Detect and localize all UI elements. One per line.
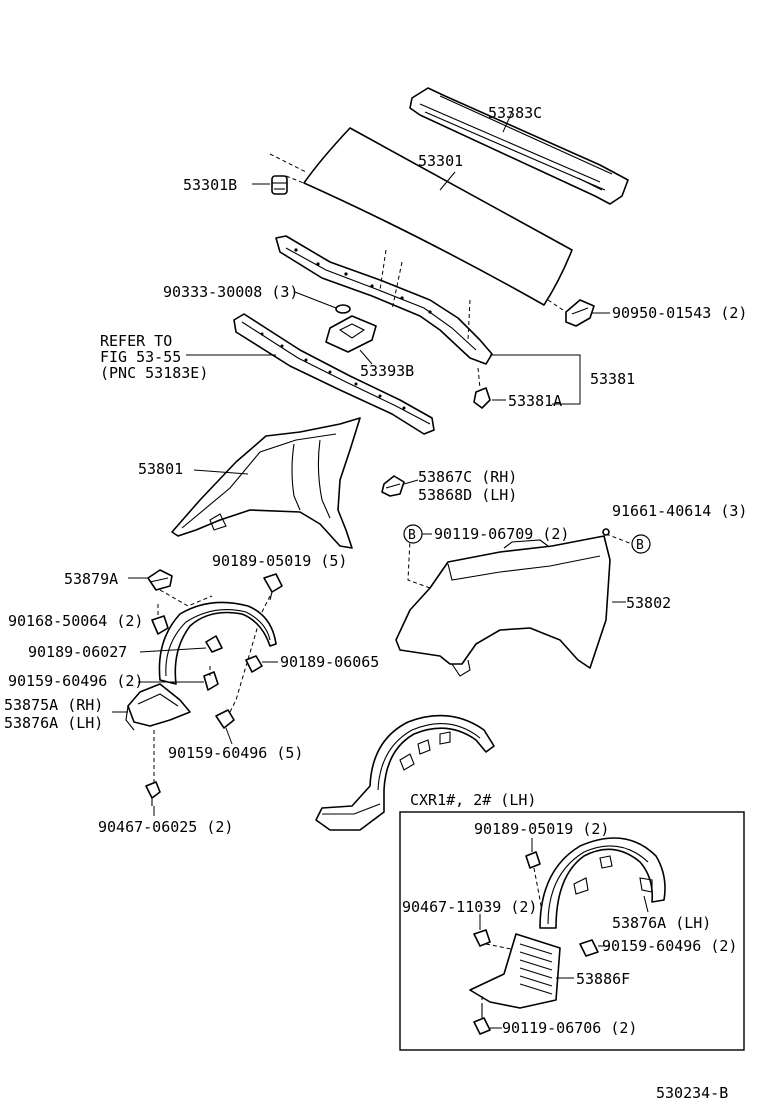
clip-90950 — [565, 299, 595, 327]
clip-53879a — [147, 569, 173, 591]
inset-liner-53876a — [539, 837, 666, 929]
clip-90159-2 — [203, 671, 219, 691]
label-53867c: 53867C (RH) — [418, 468, 517, 486]
label-90189-05019: 90189-05019 (5) — [212, 552, 347, 570]
inset-clip-90467 — [473, 929, 491, 947]
label-53868d: 53868D (LH) — [418, 486, 517, 504]
label-inset-53876a: 53876A (LH) — [612, 914, 711, 932]
clip-90168 — [151, 615, 169, 635]
label-90950: 90950-01543 (2) — [612, 304, 747, 322]
clip-90189-06065 — [245, 655, 263, 673]
label-53381: 53381 — [590, 370, 635, 388]
clip-90189-05019 — [263, 573, 283, 601]
label-90159-2: 90159-60496 (2) — [8, 672, 143, 690]
clip-53867c-53868d — [381, 475, 405, 497]
label-53879a: 53879A — [64, 570, 118, 588]
cowl-panel-53383c — [409, 87, 629, 205]
label-53802: 53802 — [626, 594, 671, 612]
marker-b-right: B — [631, 534, 651, 554]
clip-90189-06027 — [205, 635, 223, 653]
label-inset-90467: 90467-11039 (2) — [402, 898, 537, 916]
grommet-90333 — [335, 304, 351, 314]
label-53801: 53801 — [138, 460, 183, 478]
label-90189-06027: 90189-06027 — [28, 643, 127, 661]
clip-53381a — [473, 387, 491, 409]
svg-text:B: B — [408, 528, 416, 543]
bracket-holes — [294, 248, 432, 314]
inset-box — [399, 811, 745, 1051]
label-53381a: 53381A — [508, 392, 562, 410]
label-90159-5: 90159-60496 (5) — [168, 744, 303, 762]
inset-bolt-90119 — [473, 1004, 491, 1035]
label-refer-line2: FIG 53-55 — [100, 348, 181, 366]
label-53301: 53301 — [418, 152, 463, 170]
label-53875a: 53875A (RH) — [4, 696, 103, 714]
label-refer-line1: REFER TO — [100, 332, 172, 350]
label-inset-90189: 90189-05019 (2) — [474, 820, 609, 838]
label-cxr: CXR1#, 2# (LH) — [410, 791, 536, 809]
label-90189-06065: 90189-06065 — [280, 653, 379, 671]
windshield-53301 — [303, 127, 573, 306]
front-fender-53802 — [395, 535, 611, 677]
marker-b-left: B — [403, 524, 423, 544]
cowl-bracket-53381 — [275, 235, 493, 365]
label-53393b: 53393B — [360, 362, 414, 380]
label-inset-90119: 90119-06706 (2) — [502, 1019, 637, 1037]
label-91661: 91661-40614 (3) — [612, 502, 747, 520]
label-53301b: 53301B — [183, 176, 237, 194]
label-53383c: 53383C — [488, 104, 542, 122]
splash-shield-53875a — [125, 683, 191, 731]
clip-90159-5 — [215, 709, 235, 729]
inset-clip-90189-05019 — [525, 851, 541, 869]
cowl-top-holes — [260, 332, 406, 410]
fender-apron-53801 — [171, 417, 361, 549]
fender-liner-center — [315, 714, 495, 831]
fender-liner-53875a — [158, 601, 277, 685]
svg-text:B: B — [636, 538, 644, 553]
cowl-top-panel — [233, 313, 435, 435]
pad-53393b — [325, 315, 377, 353]
label-inset-90159: 90159-60496 (2) — [602, 937, 737, 955]
label-90467-06025: 90467-06025 (2) — [98, 818, 233, 836]
label-refer-line3: (PNC 53183E) — [100, 364, 208, 382]
label-90168: 90168-50064 (2) — [8, 612, 143, 630]
figure-code: 530234-B — [656, 1084, 728, 1102]
label-90333: 90333-30008 (3) — [163, 283, 298, 301]
inset-shield-53886f — [469, 933, 561, 1009]
clip-90467-06025 — [145, 781, 161, 806]
clip-53301b — [271, 175, 288, 195]
label-53876a-left: 53876A (LH) — [4, 714, 103, 732]
label-inset-53886f: 53886F — [576, 970, 630, 988]
inset-clip-90159 — [579, 939, 599, 957]
label-90119-06709: 90119-06709 (2) — [434, 525, 569, 543]
